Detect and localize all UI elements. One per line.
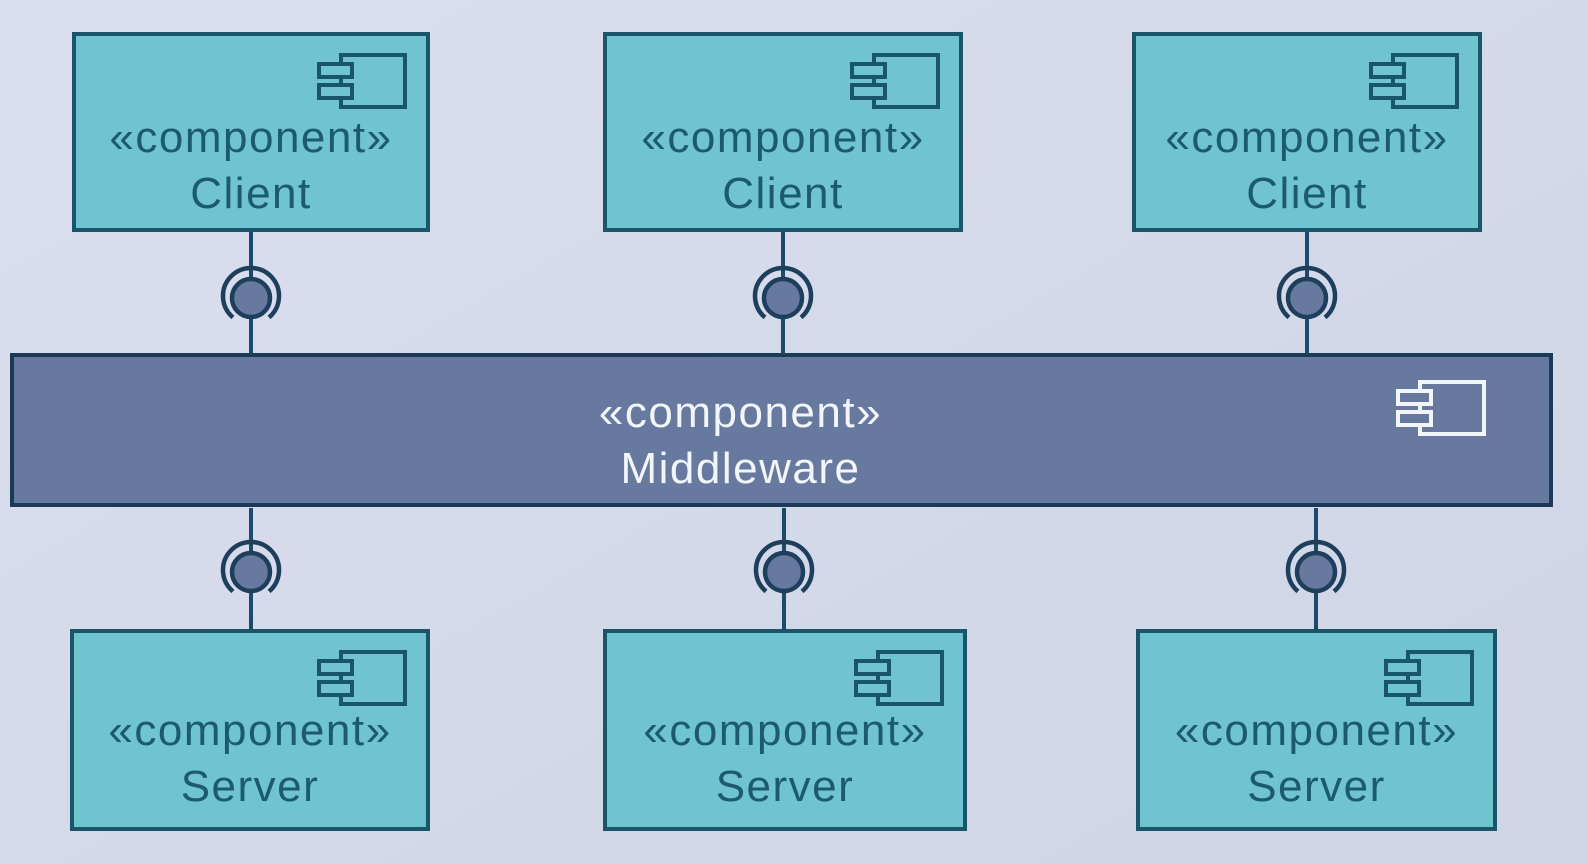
ball-socket-connector	[1285, 508, 1347, 630]
stereotype-label: «component»	[598, 388, 883, 437]
stereotype-label: «component»	[643, 706, 927, 755]
component-icon	[1369, 53, 1459, 109]
stereotype-label: «component»	[1174, 706, 1459, 755]
stereotype-label: «component»	[641, 113, 925, 162]
component-name-label: Client	[722, 169, 844, 218]
component-name-label: Server	[715, 762, 855, 811]
ball-socket-connector	[753, 508, 815, 630]
ball-socket-connector	[752, 232, 814, 354]
stereotype-label: «component»	[108, 706, 392, 755]
component-name-label: Server	[180, 762, 320, 811]
stereotype-label: «component»	[109, 113, 393, 162]
middleware-component: «component» Middleware	[10, 353, 1553, 507]
component-icon	[317, 650, 407, 706]
component-name-label: Client	[1246, 169, 1368, 218]
component-icon	[317, 53, 407, 109]
component-icon	[1396, 380, 1486, 436]
component-name-label: Middleware	[620, 444, 861, 493]
client-component-3: «component» Client	[1132, 32, 1482, 232]
component-name-label: Server	[1247, 762, 1386, 811]
server-component-3: «component» Server	[1136, 629, 1497, 831]
component-icon	[854, 650, 944, 706]
ball-socket-connector	[220, 508, 282, 630]
ball-socket-connector	[220, 232, 282, 354]
server-component-2: «component» Server	[603, 629, 967, 831]
component-icon	[850, 53, 940, 109]
client-component-1: «component» Client	[72, 32, 430, 232]
component-name-label: Client	[190, 169, 312, 218]
component-icon	[1384, 650, 1474, 706]
client-component-2: «component» Client	[603, 32, 963, 232]
ball-socket-connector	[1276, 232, 1338, 354]
server-component-1: «component» Server	[70, 629, 430, 831]
stereotype-label: «component»	[1165, 113, 1449, 162]
